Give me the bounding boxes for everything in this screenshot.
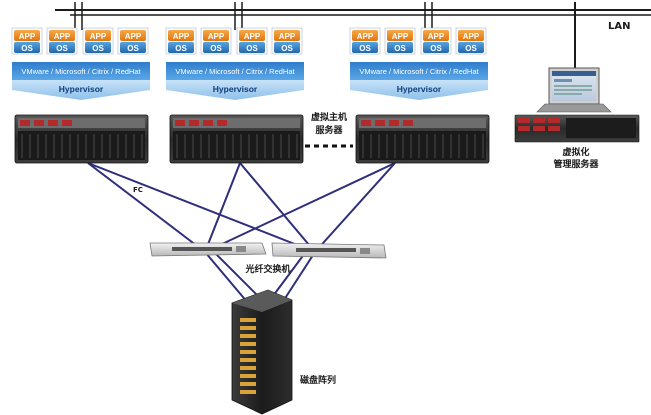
os-tile: OS <box>210 44 222 53</box>
host-server <box>355 114 490 164</box>
hypervisor-label: Hypervisor <box>213 84 258 94</box>
app-tile: APP <box>54 32 71 41</box>
platform-band <box>350 62 488 80</box>
management-server: 虚拟化 管理服务器 <box>514 67 640 170</box>
hypervisor-band <box>350 80 488 100</box>
mgmt-server-label-line2: 管理服务器 <box>553 158 599 170</box>
host-1: APP OS APP OS APP OS APP OS VMware / Mic… <box>11 27 150 164</box>
app-tile: APP <box>244 32 261 41</box>
mgmt-server-label-line1: 虚拟化 <box>562 146 589 158</box>
host-server-label-line1: 虚拟主机 <box>311 111 347 123</box>
disk-array-label: 磁盘阵列 <box>300 374 336 386</box>
platform-band <box>166 62 304 80</box>
os-tile: OS <box>430 44 442 53</box>
os-tile: OS <box>359 44 371 53</box>
platform-label: VMware / Microsoft / Citrix / RedHat <box>359 67 479 76</box>
os-tile: OS <box>56 44 68 53</box>
app-tile: APP <box>19 32 36 41</box>
hypervisor-band <box>12 80 150 100</box>
hypervisor-band <box>166 80 304 100</box>
vm-stack: APP OS APP OS APP OS APP OS <box>349 27 487 55</box>
os-tile: OS <box>281 44 293 53</box>
fc-switch-label: 光纤交换机 <box>244 263 290 275</box>
app-tile: APP <box>392 32 409 41</box>
app-tile: APP <box>463 32 480 41</box>
os-tile: OS <box>127 44 139 53</box>
os-tile: OS <box>92 44 104 53</box>
os-tile: OS <box>21 44 33 53</box>
fc-cabling <box>87 162 396 304</box>
host-3: APP OS APP OS APP OS APP OS VMware / Mic… <box>349 27 490 164</box>
os-tile: OS <box>175 44 187 53</box>
platform-label: VMware / Microsoft / Citrix / RedHat <box>21 67 141 76</box>
fc-switch-left <box>149 242 267 257</box>
host-server-label-line2: 服务器 <box>315 124 343 136</box>
lan-network: LAN <box>55 2 651 75</box>
vm-stack: APP OS APP OS APP OS APP OS <box>11 27 149 55</box>
os-tile: OS <box>246 44 258 53</box>
app-tile: APP <box>357 32 374 41</box>
app-tile: APP <box>208 32 225 41</box>
os-tile: OS <box>394 44 406 53</box>
hypervisor-label: Hypervisor <box>59 84 104 94</box>
host-server <box>169 114 304 164</box>
app-tile: APP <box>90 32 107 41</box>
lan-label: LAN <box>608 21 630 32</box>
host-2: APP OS APP OS APP OS APP OS VMware / Mic… <box>165 27 304 164</box>
hypervisor-label: Hypervisor <box>397 84 442 94</box>
app-tile: APP <box>428 32 445 41</box>
fc-label: FC <box>133 186 143 194</box>
app-tile: APP <box>125 32 142 41</box>
app-tile: APP <box>279 32 296 41</box>
host-server <box>14 114 149 164</box>
os-tile: OS <box>465 44 477 53</box>
disk-array <box>231 289 293 415</box>
platform-band <box>12 62 150 80</box>
app-tile: APP <box>173 32 190 41</box>
fc-switch-right <box>271 242 387 259</box>
platform-label: VMware / Microsoft / Citrix / RedHat <box>175 67 295 76</box>
vm-stack: APP OS APP OS APP OS APP OS <box>165 27 303 55</box>
